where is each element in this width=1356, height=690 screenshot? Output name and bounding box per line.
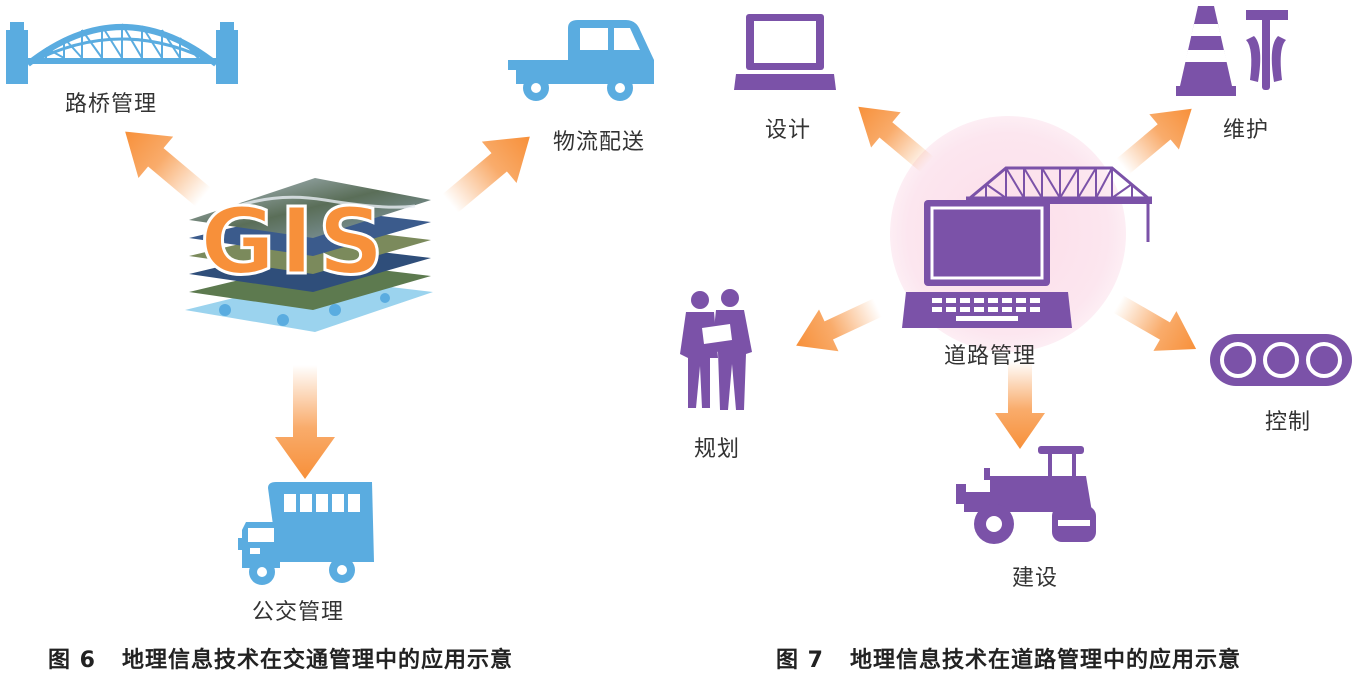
traffic-light-icon — [1210, 334, 1352, 386]
truck-icon — [508, 20, 654, 101]
bus-icon — [238, 482, 374, 585]
design-label: 设计 — [764, 118, 812, 143]
figure6-caption-number: 图 6 — [48, 648, 96, 673]
figure7-caption-number: 图 7 — [776, 648, 824, 673]
logistics-label: 物流配送 — [552, 130, 646, 155]
figure7-caption: 图 7 地理信息技术在道路管理中的应用示意 — [776, 642, 1241, 674]
arrow-to-control — [1113, 295, 1197, 351]
road-management-label: 道路管理 — [943, 344, 1037, 369]
design-laptop-icon — [734, 14, 836, 90]
bridge-icon — [6, 22, 238, 84]
arrow-to-plan — [796, 298, 882, 352]
center-bridge-icon — [966, 166, 1152, 242]
cone-tools-icon — [1176, 6, 1288, 96]
gis-layer-stack — [185, 178, 433, 332]
bridge-label: 路桥管理 — [64, 92, 158, 117]
figure6-caption: 图 6 地理信息技术在交通管理中的应用示意 — [48, 642, 513, 674]
figure6-caption-text: 地理信息技术在交通管理中的应用示意 — [121, 648, 513, 673]
two-people-icon — [680, 289, 752, 410]
arrow-to-design — [858, 106, 934, 173]
road-roller-icon — [956, 446, 1096, 544]
arrow-to-maintain — [1116, 108, 1192, 175]
control-label: 控制 — [1264, 410, 1312, 435]
arrow-to-build — [995, 361, 1045, 449]
center-laptop-icon — [902, 200, 1072, 328]
arrow-to-truck — [442, 136, 530, 213]
arrow-to-bridge — [125, 131, 212, 207]
build-label: 建设 — [1011, 566, 1059, 591]
figure7-caption-text: 地理信息技术在道路管理中的应用示意 — [849, 648, 1241, 673]
arrow-to-bus — [275, 365, 335, 479]
plan-label: 规划 — [693, 437, 741, 462]
bus-label: 公交管理 — [251, 600, 345, 625]
maintain-label: 维护 — [1222, 118, 1270, 143]
gis-text: GIS — [198, 188, 389, 295]
